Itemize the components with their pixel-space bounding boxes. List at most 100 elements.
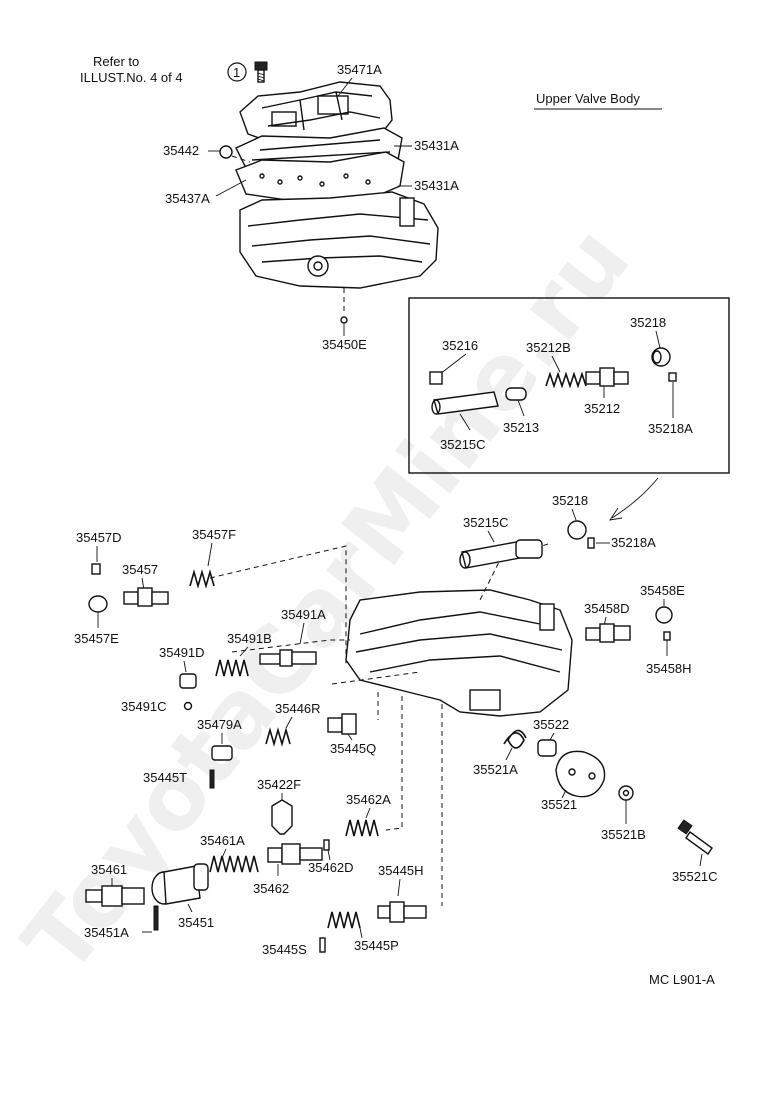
spring-35521A-icon xyxy=(503,729,527,749)
section-title: Upper Valve Body xyxy=(536,91,640,106)
refer-circle-icon: 1 xyxy=(227,62,247,82)
sleeve-35218-icon xyxy=(567,520,587,540)
part-35491D-icon xyxy=(179,673,197,689)
label-35422F: 35422F xyxy=(257,777,301,792)
sleeve-35218-inset xyxy=(651,347,671,367)
label-35521C: 35521C xyxy=(672,869,718,884)
label-35461: 35461 xyxy=(91,862,127,877)
spring-35461A-icon xyxy=(209,855,259,873)
washer-35521B-icon xyxy=(618,785,634,801)
bolt-icon xyxy=(254,61,268,83)
valve-35461-icon xyxy=(85,885,145,907)
pin-35218A-inset xyxy=(668,372,677,382)
label-35218A-inset: 35218A xyxy=(648,421,693,436)
label-35462A: 35462A xyxy=(346,792,391,807)
label-35442: 35442 xyxy=(163,143,199,158)
sleeve-35215C-inset xyxy=(431,391,499,415)
label-35212: 35212 xyxy=(584,401,620,416)
spring-35212B-icon xyxy=(545,371,587,389)
inset-arrow xyxy=(611,477,659,519)
part-35450E-icon xyxy=(340,316,348,324)
spring-35462A-icon xyxy=(345,819,379,837)
pin-35458H-icon xyxy=(663,631,671,641)
refer-line-2: ILLUST.No. 4 of 4 xyxy=(80,70,183,85)
pin-35445T-icon xyxy=(209,769,215,789)
label-35213: 35213 xyxy=(503,420,539,435)
label-35218: 35218 xyxy=(552,493,588,508)
label-35479A: 35479A xyxy=(197,717,242,732)
label-35491D: 35491D xyxy=(159,645,205,660)
label-35451A: 35451A xyxy=(84,925,129,940)
label-35491A: 35491A xyxy=(281,607,326,622)
label-35458D: 35458D xyxy=(584,601,630,616)
plate-35521-icon xyxy=(555,750,606,798)
part-35442-icon xyxy=(219,145,251,163)
spring-35446R-icon xyxy=(265,727,291,747)
label-35216: 35216 xyxy=(442,338,478,353)
spring-35457F-icon xyxy=(189,569,215,589)
pin-35451A-icon xyxy=(153,905,159,931)
valve-35457-icon xyxy=(123,587,169,607)
pin-35218A-icon xyxy=(587,537,595,549)
refer-circle-number: 1 xyxy=(233,65,240,80)
valve-35445H-icon xyxy=(377,901,427,923)
upper-valve-body-top xyxy=(239,191,439,289)
label-35450E: 35450E xyxy=(322,337,367,352)
plate-35431A-lower xyxy=(235,151,405,203)
clip-35422F-icon xyxy=(271,799,293,835)
valve-35458D-icon xyxy=(585,623,631,643)
label-35445S: 35445S xyxy=(262,942,307,957)
part-35457E-icon xyxy=(88,595,108,613)
part-35457D-icon xyxy=(91,563,101,575)
label-35457D: 35457D xyxy=(76,530,122,545)
part-35216-icon xyxy=(429,371,443,385)
valve-35445Q-icon xyxy=(327,713,357,735)
spring-35445P-icon xyxy=(327,911,361,929)
label-35461A: 35461A xyxy=(200,833,245,848)
label-35522: 35522 xyxy=(533,717,569,732)
label-35521A: 35521A xyxy=(473,762,518,777)
label-35431A-1: 35431A xyxy=(414,138,459,153)
part-35479A-icon xyxy=(211,745,233,761)
label-35451: 35451 xyxy=(178,915,214,930)
label-35462: 35462 xyxy=(253,881,289,896)
label-35445P: 35445P xyxy=(354,938,399,953)
label-35471A: 35471A xyxy=(337,62,382,77)
label-35445T: 35445T xyxy=(143,770,187,785)
label-35491B: 35491B xyxy=(227,631,272,646)
ring-35491C-icon xyxy=(183,701,193,711)
label-35458H: 35458H xyxy=(646,661,692,676)
pin-35445S-icon xyxy=(319,937,326,953)
bolt-35521C-icon xyxy=(677,819,713,855)
label-35491C: 35491C xyxy=(121,699,167,714)
label-35218A: 35218A xyxy=(611,535,656,550)
part-35522-icon xyxy=(537,739,557,757)
label-35431A-2: 35431A xyxy=(414,178,459,193)
label-35212B: 35212B xyxy=(526,340,571,355)
valve-35212-inset xyxy=(585,367,629,387)
label-35445Q: 35445Q xyxy=(330,741,376,756)
sleeve-35215C-icon xyxy=(459,539,543,569)
label-35446R: 35446R xyxy=(275,701,321,716)
label-35462D: 35462D xyxy=(308,860,354,875)
spring-35491B-icon xyxy=(215,659,249,677)
label-35521: 35521 xyxy=(541,797,577,812)
sleeve-35458E-icon xyxy=(655,606,673,624)
inset-box xyxy=(408,297,730,474)
valve-35462-icon xyxy=(267,843,323,865)
label-35218-inset: 35218 xyxy=(630,315,666,330)
part-35213-icon xyxy=(505,387,527,401)
label-35457E: 35457E xyxy=(74,631,119,646)
label-35445H: 35445H xyxy=(378,863,424,878)
pin-35462D-icon xyxy=(323,839,330,851)
label-35437A: 35437A xyxy=(165,191,210,206)
label-35457: 35457 xyxy=(122,562,158,577)
diagram-code: MC L901-A xyxy=(649,972,715,987)
label-35521B: 35521B xyxy=(601,827,646,842)
lower-valve-body xyxy=(345,589,573,717)
label-35215C: 35215C xyxy=(463,515,509,530)
label-35457F: 35457F xyxy=(192,527,236,542)
label-35458E: 35458E xyxy=(640,583,685,598)
refer-line-1: Refer to xyxy=(93,54,139,69)
